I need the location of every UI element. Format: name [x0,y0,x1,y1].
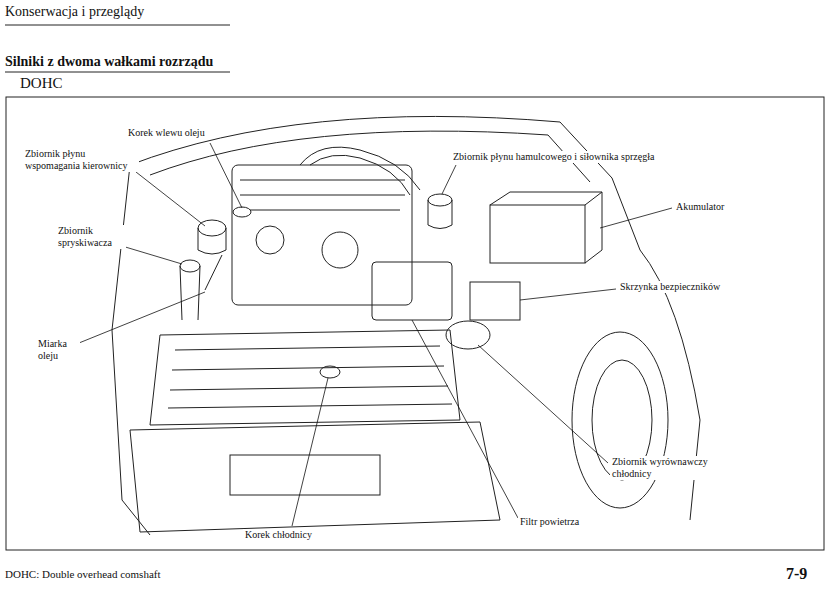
callout-label: Zbiornik płynu wspomagania kierownicy [23,148,139,172]
battery [490,205,585,263]
title-rule [5,72,230,73]
pulley [256,226,284,254]
fuse-box [470,282,520,320]
oil-cap [233,207,251,217]
battery [490,192,602,263]
callout-label: Korek chłodnicy [243,529,314,541]
engine-type: DOHC [20,74,63,92]
header-rule [5,25,230,26]
air-filter [372,262,452,320]
leader-line [74,292,205,345]
cylinder-head [240,180,405,210]
hood-edge [130,116,612,178]
callout-label: Zbiornik płynu hamulcowego i siłownika s… [451,151,656,163]
washer-neck [180,266,200,320]
leader-line [210,143,242,208]
washer-cap [180,260,200,272]
leader-line [600,208,672,228]
grille-bars [168,346,452,408]
callout-label: Skrzynka bezpieczników [618,281,722,293]
wheel [572,332,668,508]
brake-reservoir [428,200,452,229]
leader-line [478,345,608,463]
radiator-cap [320,366,340,378]
leader-line [412,320,518,518]
section-title: Silniki z dwoma wałkami rozrządu [5,54,213,71]
coolant-reservoir [446,321,490,349]
steering-reservoir [198,220,226,236]
dipstick [205,255,222,290]
callout-label: Korek wlewu oleju [126,127,207,139]
callout-label: Miarka oleju [36,338,80,362]
figure-frame [6,97,824,550]
leader-line [520,289,616,300]
engine-block [232,165,412,305]
leader-line [442,165,456,194]
leader-line [122,246,182,264]
leader-line [292,378,328,526]
page-header: Konserwacja i przeglądy [5,4,144,21]
grille-frame [150,330,460,425]
callout-label: Filtr powietrza [518,516,581,528]
pulley [322,232,358,268]
brake-reservoir [428,194,452,206]
steering-reservoir [198,228,226,254]
page-number: 7-9 [786,564,807,583]
callout-label: Zbiornik spryskiwacza [56,225,126,249]
left-fender [112,165,150,535]
callout-label: Akumulator [674,201,726,213]
bumper [130,422,500,532]
leader-line [136,172,205,226]
footnote: DOHC: Double overhead comshaft [5,568,161,581]
plate [230,455,380,495]
callout-label: Zbiornik wyrównawczy chłodnicy [610,456,726,480]
intake-pipe [310,155,410,195]
